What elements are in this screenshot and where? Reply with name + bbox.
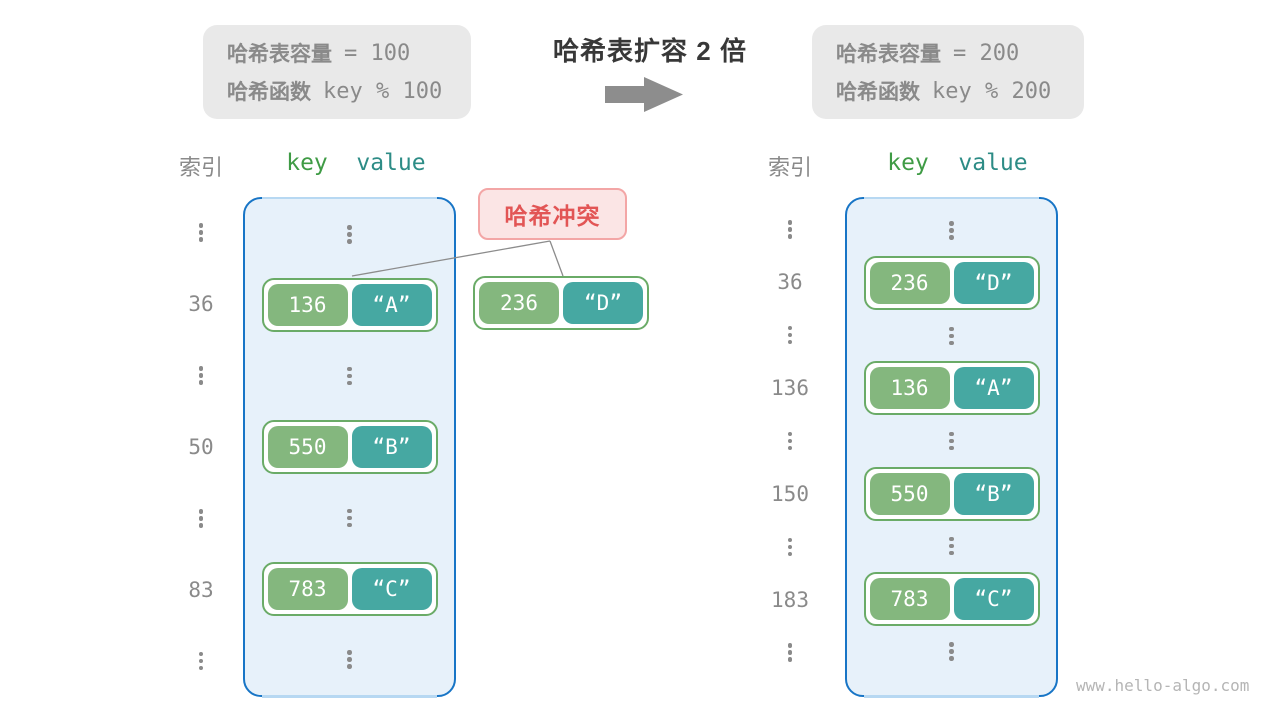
value-cell: “C” <box>953 577 1034 620</box>
value-cell: “B” <box>351 426 432 468</box>
diagram-title: 哈希表扩容 2 倍 <box>553 36 747 66</box>
ellipsis-icon <box>787 220 793 239</box>
capacity-value: = 200 <box>953 40 1020 66</box>
index-value: 150 <box>771 481 809 506</box>
ellipsis-icon <box>347 650 352 669</box>
ellipsis-icon <box>198 366 204 385</box>
key-cell: 136 <box>267 284 348 327</box>
index-column-right: 36 136 150 183 <box>750 197 830 697</box>
index-value: 183 <box>771 587 809 612</box>
ellipsis-icon <box>949 536 954 556</box>
ellipsis-icon <box>347 366 352 386</box>
key-cell: 236 <box>869 262 950 305</box>
key-cell: 136 <box>869 367 950 410</box>
index-value: 50 <box>188 434 214 459</box>
key-header-right: key <box>887 150 929 176</box>
value-header-left: value <box>356 150 426 176</box>
index-value: 83 <box>188 577 214 602</box>
key-cell: 550 <box>869 472 950 515</box>
ellipsis-icon <box>787 643 793 662</box>
capacity-note-after: 哈希表容量 = 200 哈希函数 key % 200 <box>812 25 1084 119</box>
value-cell: “D” <box>563 282 643 324</box>
kv-pair: 550 “B” <box>261 420 438 474</box>
key-cell: 550 <box>267 426 348 468</box>
index-value: 36 <box>188 292 214 317</box>
hash-function-value: key % 200 <box>932 78 1052 104</box>
kv-pair-colliding: 236 “D” <box>473 276 649 330</box>
hash-function-value: key % 100 <box>323 78 443 104</box>
watermark: www.hello-algo.com <box>1076 676 1250 695</box>
ellipsis-icon <box>347 508 352 528</box>
expand-arrow-icon <box>605 77 683 112</box>
ellipsis-icon <box>949 642 954 661</box>
ellipsis-icon <box>949 221 954 240</box>
capacity-note-before: 哈希表容量 = 100 哈希函数 key % 100 <box>203 25 471 119</box>
index-header-left: 索引 <box>178 155 223 180</box>
kv-pair: 783 “C” <box>261 561 438 616</box>
capacity-line: 哈希表容量 = 100 <box>227 34 471 72</box>
index-header-right: 索引 <box>767 155 812 180</box>
value-header-right: value <box>958 150 1028 176</box>
kv-pair: 236 “D” <box>863 256 1040 311</box>
ellipsis-icon <box>949 431 954 451</box>
value-cell: “A” <box>351 284 432 327</box>
kv-pair: 550 “B” <box>863 466 1040 521</box>
hash-function-label: 哈希函数 <box>836 81 920 104</box>
value-cell: “A” <box>953 367 1034 410</box>
capacity-line: 哈希表容量 = 200 <box>836 34 1084 72</box>
key-cell: 236 <box>479 282 559 324</box>
ellipsis-icon <box>347 225 352 244</box>
ellipsis-icon <box>787 537 793 557</box>
ellipsis-icon <box>787 431 793 451</box>
key-cell: 783 <box>869 577 950 620</box>
ellipsis-icon <box>198 651 204 671</box>
kv-pair: 783 “C” <box>863 571 1040 626</box>
capacity-label: 哈希表容量 <box>836 43 941 66</box>
key-header-left: key <box>286 150 328 176</box>
capacity-label: 哈希表容量 <box>227 43 332 66</box>
kv-pair: 136 “A” <box>261 278 438 333</box>
capacity-value: = 100 <box>344 40 411 66</box>
kv-pair: 136 “A” <box>863 361 1040 416</box>
hash-function-line: 哈希函数 key % 200 <box>836 72 1084 110</box>
hash-function-label: 哈希函数 <box>227 81 311 104</box>
index-value: 136 <box>771 376 809 401</box>
value-cell: “C” <box>351 567 432 610</box>
ellipsis-icon <box>198 509 204 528</box>
index-value: 36 <box>777 270 803 295</box>
hash-function-line: 哈希函数 key % 100 <box>227 72 471 110</box>
value-cell: “D” <box>953 262 1034 305</box>
ellipsis-icon <box>787 325 793 345</box>
ellipsis-icon <box>949 326 954 346</box>
collision-label: 哈希冲突 <box>478 188 627 240</box>
ellipsis-icon <box>198 223 204 242</box>
key-cell: 783 <box>267 567 348 610</box>
index-column-left: 36 50 83 <box>161 197 241 697</box>
hash-table-right: 236 “D” 136 “A” 550 “B” 783 “C” <box>845 196 1058 698</box>
hash-table-left: 136 “A” 550 “B” 783 “C” <box>243 196 456 698</box>
value-cell: “B” <box>953 472 1034 515</box>
